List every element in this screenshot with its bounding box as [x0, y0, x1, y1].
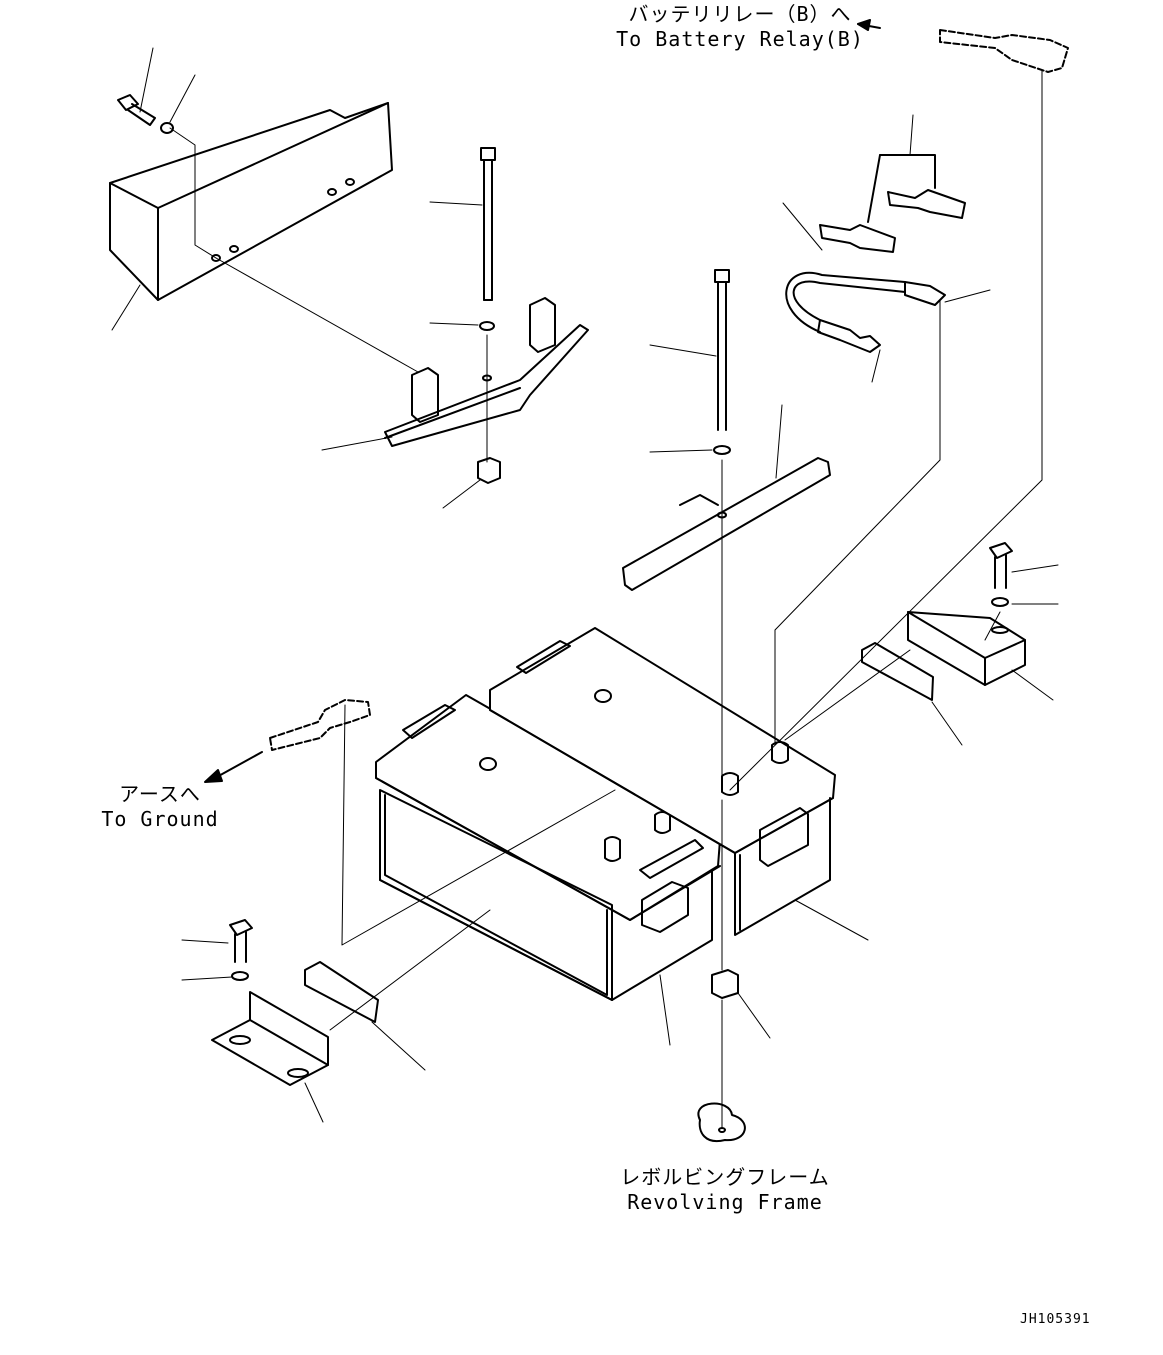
- left-nut: [477, 457, 501, 484]
- jumper-cable: [785, 272, 946, 353]
- bottom-nut: [711, 969, 739, 999]
- assembly-lines: [169, 69, 1043, 1129]
- right-bracket: [622, 457, 831, 591]
- right-foot-bracket: [907, 611, 1026, 686]
- right-rod: [713, 269, 731, 455]
- revolving-frame-label-en: Revolving Frame: [627, 1190, 823, 1214]
- left-foot-bolt: [229, 919, 253, 981]
- ground-cable-end: [204, 699, 371, 783]
- revolving-frame-label-jp: レボルビングフレーム: [620, 1165, 830, 1189]
- drawing-code: JH105391: [1020, 1312, 1091, 1327]
- left-foot-bracket: [211, 991, 329, 1086]
- left-pad: [304, 961, 379, 1023]
- battery-relay-label-jp: バッテリリレー（B）へ: [628, 2, 852, 26]
- relay-cable-end: [857, 19, 1069, 73]
- right-foot-bolt: [989, 542, 1013, 607]
- battery-relay-label-en: To Battery Relay(B): [616, 27, 864, 51]
- left-rod: [479, 147, 496, 331]
- battery-left: [375, 694, 721, 1001]
- leader-lines: [111, 47, 1059, 1123]
- ground-label-en: To Ground: [101, 807, 219, 831]
- cover-plate: [109, 102, 393, 301]
- cover-bolt: [117, 94, 174, 134]
- battery-right: [489, 627, 836, 936]
- right-pad: [861, 642, 934, 701]
- ground-label-jp: アースへ: [119, 782, 201, 806]
- terminal-connectors: [819, 154, 966, 253]
